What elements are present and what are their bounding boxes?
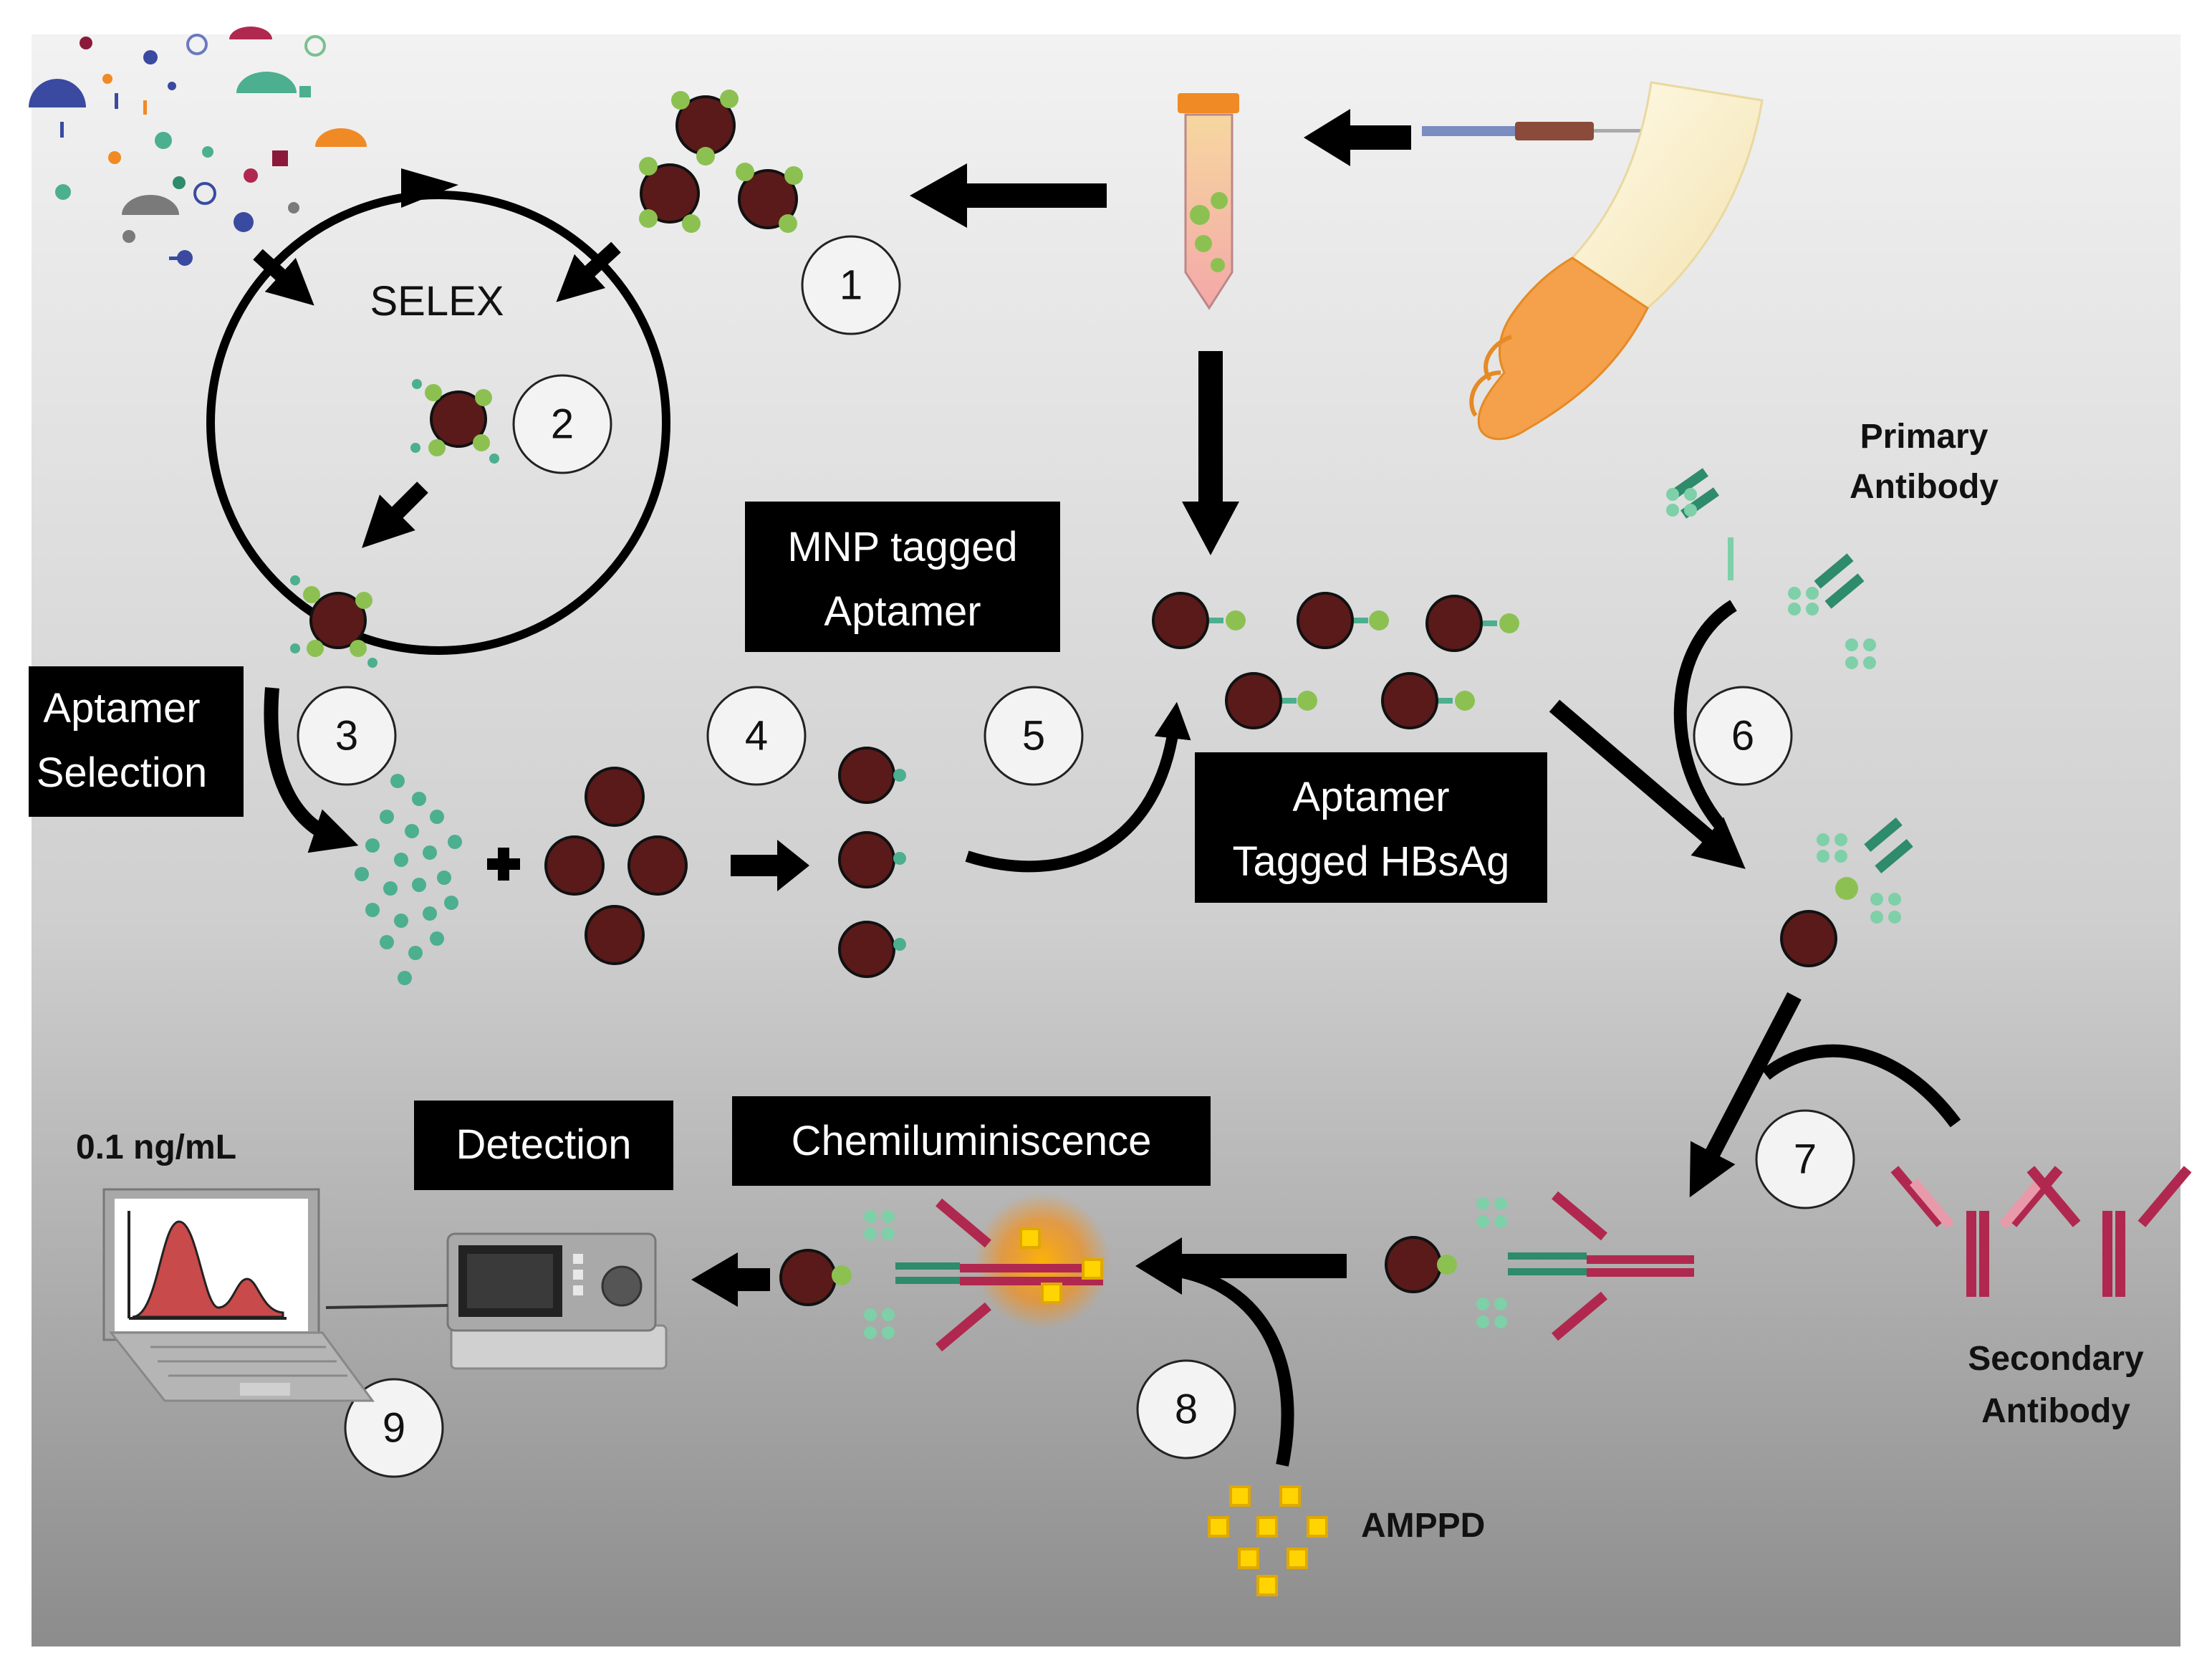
arrow-to-secondary-binding: [1689, 992, 1802, 1198]
svg-text:3: 3: [335, 713, 358, 759]
mnp-aptamer-conjugates: [838, 747, 906, 978]
sandwich-complex: [1385, 1191, 1694, 1341]
arrow-to-primary-binding: [1549, 699, 1746, 869]
aptamer-tagged-hbsag-cluster: [1152, 592, 1519, 729]
svg-text:MNP tagged: MNP tagged: [787, 524, 1017, 570]
chemiluminescence-label: Chemiluminiscence: [732, 1096, 1211, 1186]
arm-with-glove-icon: [1469, 81, 1764, 441]
arrow-to-luminometer: [691, 1252, 770, 1307]
svg-text:1: 1: [840, 262, 862, 309]
target-particles: [639, 90, 803, 233]
amppd-substrate-icon: [1208, 1485, 1328, 1596]
svg-text:Tagged HBsAg: Tagged HBsAg: [1233, 838, 1510, 885]
aptamer-selection-label: Aptamer Selection: [29, 666, 244, 817]
magnetic-nanoparticles: [544, 767, 688, 965]
primary-antibody-icon: [1666, 468, 1876, 669]
svg-text:6: 6: [1731, 713, 1754, 759]
sample-tube-icon: [1178, 93, 1239, 310]
oligo-library-icon: [29, 27, 367, 266]
arrow-selection-curve: [264, 687, 359, 853]
step-4-badge: 4: [706, 686, 807, 786]
primary-antibody-label-line1: Primary: [1860, 418, 1989, 456]
primary-bound-complex: [1780, 817, 1913, 967]
arrow-secondary-curve: [1761, 1044, 1961, 1128]
step-5-badge: 5: [984, 686, 1084, 786]
arrow-tube-down: [1182, 351, 1239, 555]
step-3-badge: 3: [297, 686, 397, 786]
secondary-antibody-label-line1: Secondary: [1968, 1340, 2144, 1378]
selex-label: SELEX: [370, 278, 504, 325]
cable-connector: [325, 1304, 448, 1309]
primary-antibody-label-line2: Antibody: [1850, 468, 1999, 506]
detection-limit-label: 0.1 ng/mL: [76, 1128, 236, 1166]
aptamer-pool: [355, 774, 462, 985]
secondary-antibody-label-line2: Antibody: [1981, 1392, 2130, 1430]
chemiluminescent-complex: [779, 1193, 1110, 1352]
luminometer-icon: [446, 1232, 668, 1370]
particle-aptamer-complex: [290, 575, 378, 668]
arrow-capture-curve: [965, 701, 1191, 873]
arrow-sample-to-targets: [910, 163, 1107, 228]
svg-text:4: 4: [745, 713, 768, 759]
aptamer-tagged-hbsag-label: Aptamer Tagged HBsAg: [1195, 752, 1547, 903]
svg-text:Selection: Selection: [37, 749, 208, 796]
svg-text:2: 2: [551, 401, 574, 448]
step-6-badge: 6: [1693, 686, 1793, 786]
svg-text:Detection: Detection: [456, 1121, 631, 1168]
step-2-badge: 2: [512, 374, 612, 474]
detection-label: Detection: [414, 1101, 673, 1190]
secondary-antibody-icon: [1890, 1166, 2192, 1297]
svg-text:Aptamer: Aptamer: [824, 588, 981, 635]
step-9-badge: 9: [344, 1378, 444, 1478]
svg-text:7: 7: [1794, 1136, 1817, 1183]
svg-text:Chemiluminiscence: Chemiluminiscence: [792, 1118, 1152, 1164]
selex-ring: [206, 191, 670, 655]
particle-aptamer-complex: [410, 379, 499, 464]
selex-cycle: SELEX: [206, 168, 670, 655]
arrow-conjugation: [731, 840, 809, 891]
cycle-direction-arrowhead: [401, 168, 458, 208]
svg-text:Aptamer: Aptamer: [43, 685, 200, 732]
mnp-tagged-aptamer-label: MNP tagged Aptamer: [745, 502, 1060, 652]
laptop-icon: [102, 1188, 375, 1402]
svg-text:8: 8: [1175, 1386, 1198, 1433]
arrow-syringe-to-tube: [1304, 109, 1411, 166]
arrow-primary-curve: [1673, 600, 1737, 828]
arrow-substrate-curve: [1156, 1262, 1294, 1467]
step-8-badge: 8: [1136, 1359, 1236, 1459]
plus-icon: [487, 848, 520, 881]
svg-text:Aptamer: Aptamer: [1292, 774, 1449, 820]
svg-text:9: 9: [383, 1405, 405, 1452]
svg-text:5: 5: [1022, 713, 1045, 759]
amppd-label: AMPPD: [1361, 1507, 1485, 1545]
step-1-badge: 1: [801, 235, 901, 335]
step-7-badge: 7: [1755, 1109, 1855, 1209]
